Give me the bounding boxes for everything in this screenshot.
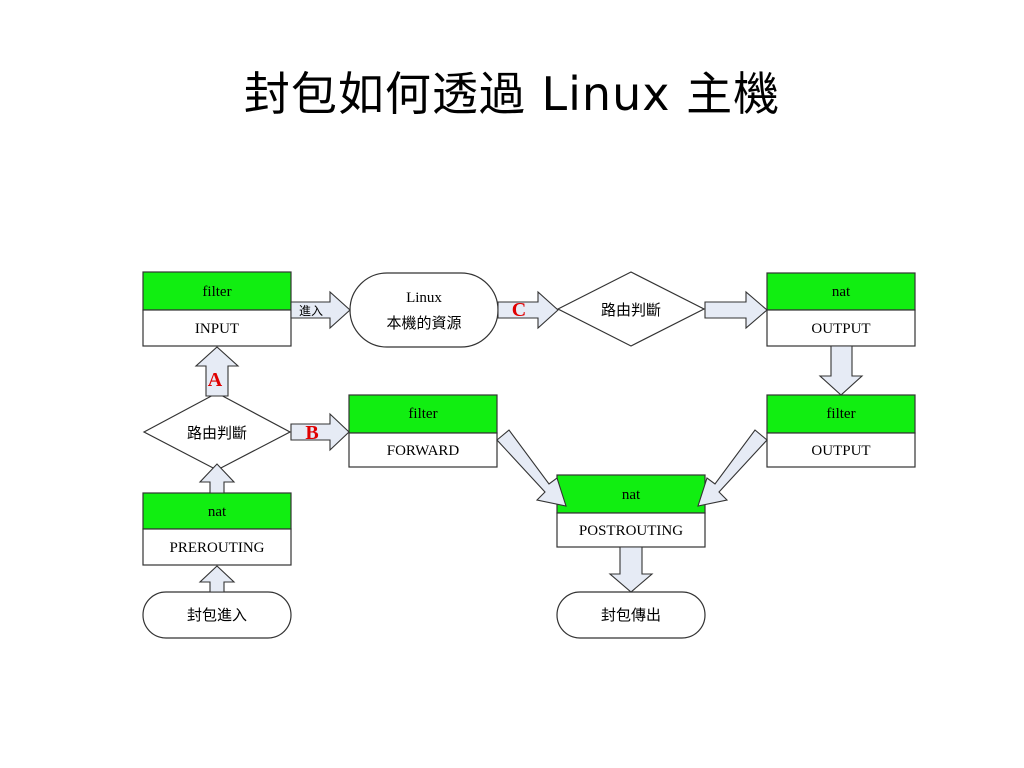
- forward-chain-label: FORWARD: [387, 443, 460, 459]
- output-nat-chain-label: OUTPUT: [811, 321, 870, 337]
- routing-decision-left-label: 路由判斷: [187, 424, 247, 442]
- output-filter-chain-label: OUTPUT: [811, 443, 870, 459]
- forward-table-label: filter: [408, 406, 437, 422]
- forward-chain-box: filter FORWARD: [348, 394, 498, 468]
- arrow-local-to-decision: [497, 290, 559, 330]
- routing-decision-left: 路由判斷: [142, 392, 292, 471]
- prerouting-chain-box: nat PREROUTING: [142, 492, 292, 566]
- output-nat-chain-box: nat OUTPUT: [766, 272, 916, 347]
- output-filter-chain-box: filter OUTPUT: [766, 394, 916, 468]
- packet-in-terminal: 封包進入: [142, 591, 292, 639]
- routing-decision-right-label: 路由判斷: [601, 301, 661, 319]
- page-title: 封包如何透過 Linux 主機: [243, 67, 781, 121]
- marker-a: A: [208, 369, 223, 391]
- local-resource-terminal: Linux 本機的資源: [349, 272, 499, 348]
- packet-out-terminal: 封包傳出: [556, 591, 706, 639]
- local-resource-line1: Linux: [406, 290, 442, 306]
- arrow-decision-to-input: [194, 346, 240, 397]
- arrow-forward-to-postrouting: [496, 429, 567, 507]
- arrow-prerouting-to-decision: [198, 463, 236, 494]
- arrow-decision-to-output-nat: [704, 290, 768, 330]
- input-chain-label: INPUT: [195, 321, 239, 337]
- local-resource-line2: 本機的資源: [386, 314, 461, 332]
- input-table-label: filter: [202, 284, 231, 300]
- output-nat-table-label: nat: [832, 284, 851, 300]
- routing-decision-right: 路由判斷: [556, 271, 706, 347]
- marker-b: B: [305, 422, 318, 444]
- input-chain-box: filter INPUT: [142, 271, 292, 347]
- enter-label: 進入: [299, 304, 323, 318]
- packet-out-label: 封包傳出: [601, 606, 661, 624]
- prerouting-chain-label: PREROUTING: [169, 540, 264, 556]
- marker-c: C: [512, 299, 526, 321]
- postrouting-table-label: nat: [622, 487, 641, 503]
- arrow-output-filter-to-postrouting: [697, 429, 768, 507]
- postrouting-chain-box: nat POSTROUTING: [556, 474, 706, 548]
- arrow-output-nat-to-output-filter: [818, 345, 864, 396]
- postrouting-chain-label: POSTROUTING: [579, 523, 683, 539]
- arrow-decision-to-forward: [290, 412, 350, 452]
- packet-in-label: 封包進入: [187, 606, 247, 624]
- arrow-packet-in-to-prerouting: [198, 565, 236, 593]
- arrow-input-to-local: [290, 290, 351, 330]
- arrow-postrouting-to-packet-out: [608, 546, 654, 593]
- output-filter-table-label: filter: [826, 406, 855, 422]
- prerouting-table-label: nat: [208, 504, 227, 520]
